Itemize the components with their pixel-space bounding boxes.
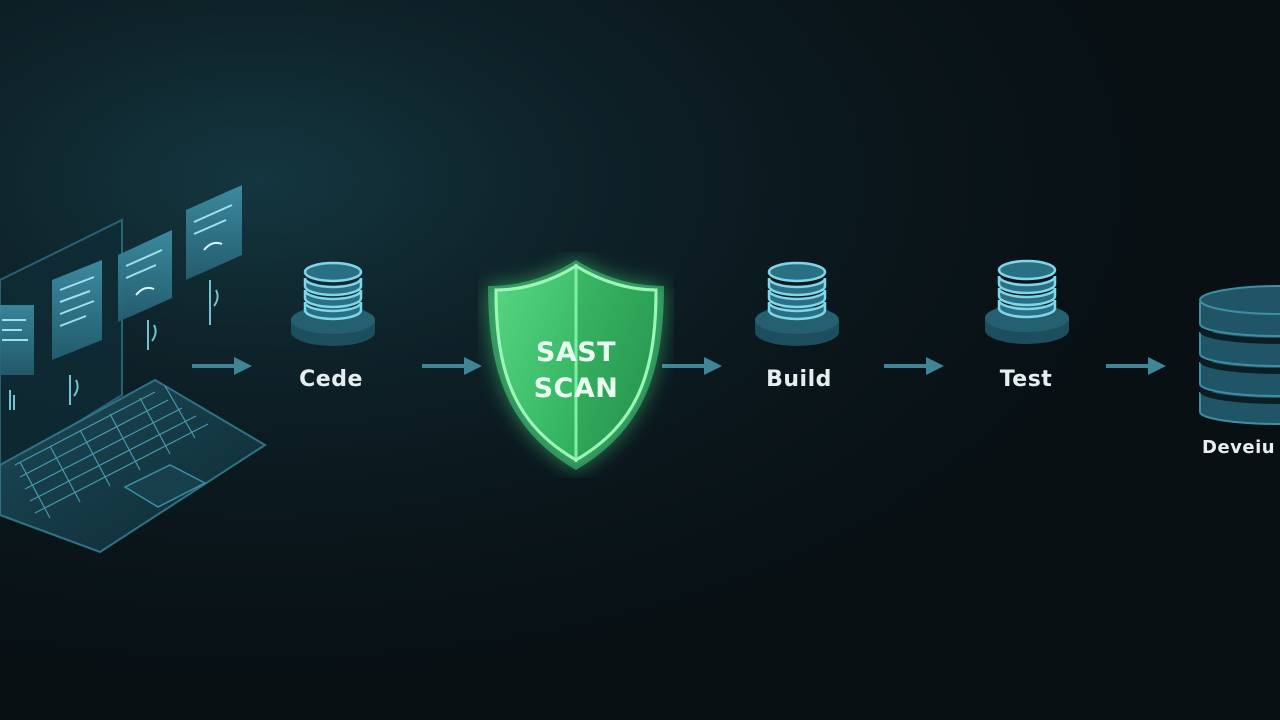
stage-label-deploy: Deveiu <box>1202 437 1276 458</box>
shield-label: SAST SCAN <box>478 335 674 407</box>
shield-label-line1: SAST <box>535 337 617 368</box>
code-screen-2-icon <box>52 260 102 360</box>
database-icon <box>985 259 1069 344</box>
stage-label-code: Cede <box>299 367 363 392</box>
code-screen-3-icon <box>118 230 172 322</box>
stage-label-test: Test <box>999 367 1053 392</box>
database-icon <box>291 261 375 346</box>
database-icon <box>755 261 839 346</box>
shield-label-line2: SCAN <box>533 373 619 404</box>
arrow-right-icon <box>884 357 944 375</box>
stage-label-build: Build <box>766 367 832 392</box>
shield-icon <box>488 260 664 470</box>
code-screen-1-icon <box>0 305 34 375</box>
arrow-right-icon <box>192 357 252 375</box>
arrow-right-icon <box>662 357 722 375</box>
code-screen-4-icon <box>186 185 242 280</box>
arrow-right-icon <box>422 357 482 375</box>
database-icon <box>1199 285 1280 425</box>
arrow-right-icon <box>1106 357 1166 375</box>
laptop-code-screens-icon <box>0 185 267 554</box>
